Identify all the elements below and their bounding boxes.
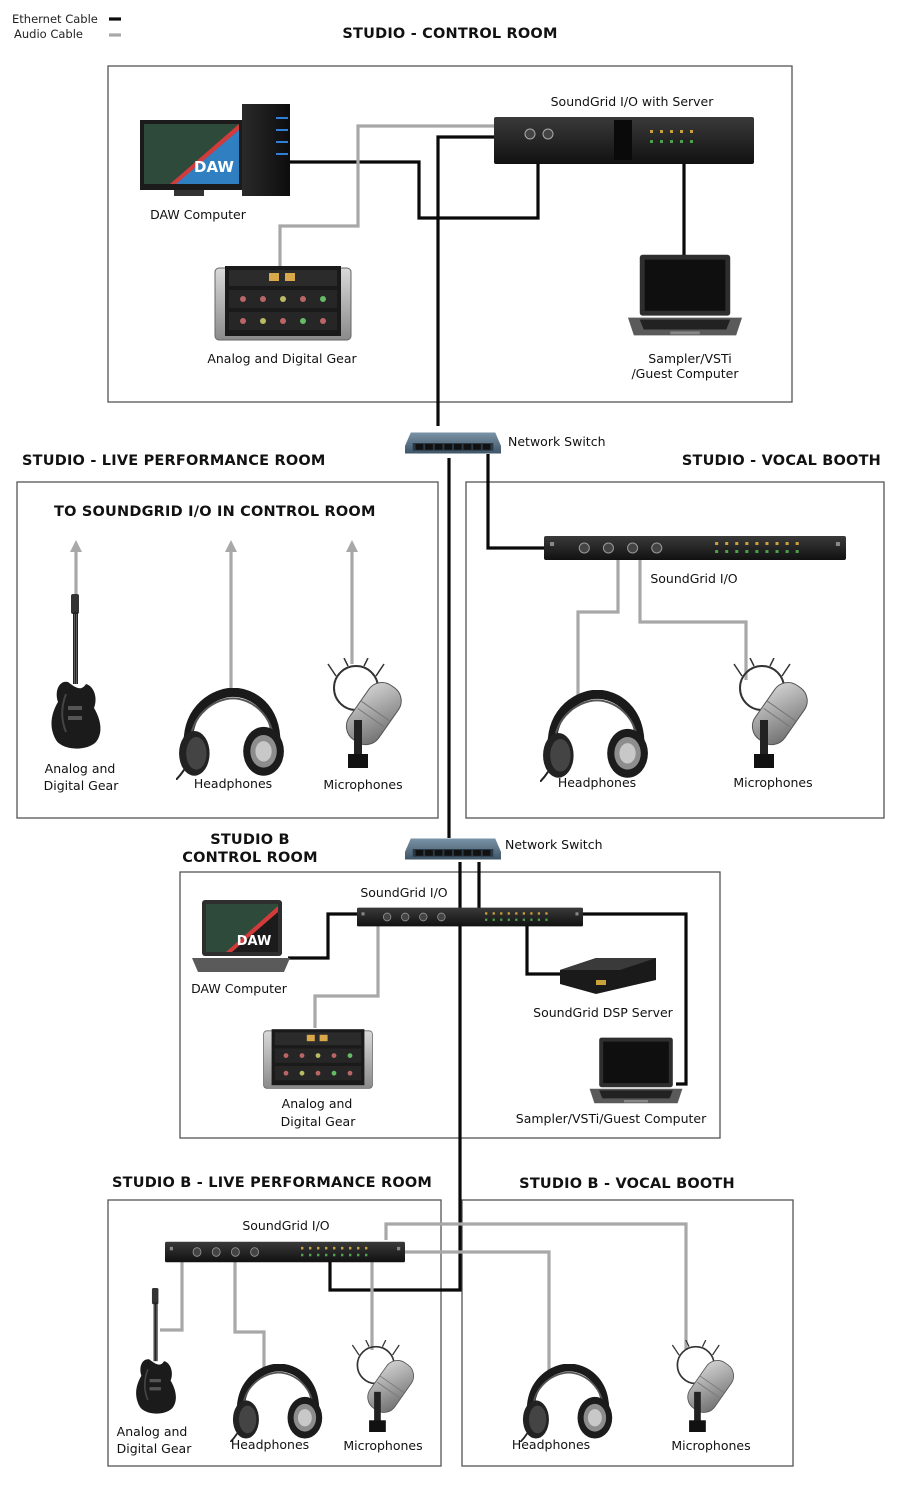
audio-vocal-io-headphones	[576, 560, 620, 700]
live-room-subtitle: TO SOUNDGRID I/O IN CONTROL ROOM	[54, 504, 376, 520]
daw-badge: DAW	[194, 158, 234, 176]
b-live-microphones-label: Microphones	[343, 1438, 422, 1453]
vocal-soundgrid-io	[544, 535, 846, 561]
b-vocal-booth-title: STUDIO B - VOCAL BOOTH	[519, 1176, 735, 1192]
monitor-stand	[174, 190, 204, 196]
network-switch-2-label: Network Switch	[505, 837, 603, 852]
audio-b-io-to-gear	[313, 922, 380, 1028]
vocal-booth-title: STUDIO - VOCAL BOOTH	[682, 453, 881, 469]
live-microphones-label: Microphones	[323, 777, 402, 792]
b-soundgrid-io-label: SoundGrid I/O	[360, 885, 447, 900]
live-headphones-label: Headphones	[194, 776, 272, 791]
legend: Ethernet Cable Audio Cable	[12, 12, 121, 41]
ethernet-b-io-to-daw	[288, 912, 359, 960]
b-live-soundgrid-io-label: SoundGrid I/O	[242, 1218, 329, 1233]
vocal-headphones-label: Headphones	[558, 775, 636, 790]
b-gear-label-line2: Digital Gear	[281, 1114, 357, 1129]
b-daw-badge: DAW	[237, 934, 272, 949]
network-switch-1-label: Network Switch	[508, 434, 606, 449]
b-control-room-title-line2: CONTROL ROOM	[182, 850, 317, 866]
ethernet-switch1-to-vocal-io	[486, 454, 546, 550]
ethernet-switch2-to-b-live-io	[328, 862, 462, 1292]
ethernet-daw-to-io	[290, 150, 540, 220]
soundgrid-io-server-label: SoundGrid I/O with Server	[551, 94, 715, 109]
arrow-microphone-head	[346, 540, 358, 552]
b-live-soundgrid-io	[165, 1241, 405, 1263]
b-soundgrid-io	[357, 907, 583, 927]
b-control-room-title-line1: STUDIO B	[210, 832, 290, 848]
sampler-label-line2: /Guest Computer	[631, 366, 739, 381]
analog-digital-gear-label: Analog and Digital Gear	[207, 351, 357, 366]
arrow-headphones-head	[225, 540, 237, 552]
b-vocal-booth-box	[461, 1199, 794, 1467]
arrow-guitar-head	[70, 540, 82, 552]
audio-gear-to-io	[278, 124, 497, 266]
legend-ethernet-label: Ethernet Cable	[12, 12, 98, 26]
b-sampler-laptop	[589, 1037, 683, 1104]
audio-b-live-io-headphones	[233, 1262, 266, 1372]
vocal-booth-box	[465, 481, 885, 819]
b-live-room-title: STUDIO B - LIVE PERFORMANCE ROOM	[112, 1175, 432, 1191]
sampler-laptop	[627, 254, 743, 336]
daw-computer-label: DAW Computer	[150, 207, 247, 222]
cables	[70, 124, 748, 1376]
monitor-panel	[176, 130, 239, 184]
control-room-title: STUDIO - CONTROL ROOM	[342, 26, 557, 42]
b-booth-headphones-label: Headphones	[512, 1437, 590, 1452]
tower-led-strips	[276, 117, 288, 155]
ethernet-b-io-to-dsp	[525, 922, 562, 976]
ethernet-trunk-top	[436, 135, 497, 426]
audio-b-live-io-booth-mic	[384, 1222, 688, 1350]
dsp-server	[560, 958, 656, 994]
b-daw-laptop: DAW	[192, 900, 290, 972]
live-gear-label-line1: Analog and	[45, 761, 116, 776]
b-gear-label-line1: Analog and	[282, 1096, 353, 1111]
b-daw-label: DAW Computer	[191, 981, 288, 996]
ethernet-b-io-to-sampler	[580, 912, 688, 1086]
audio-vocal-io-mic	[638, 560, 748, 680]
live-gear-label-line2: Digital Gear	[44, 778, 120, 793]
sampler-label-line1: Sampler/VSTi	[648, 351, 731, 366]
b-sampler-label: Sampler/VSTi/Guest Computer	[516, 1111, 707, 1126]
b-live-gear-label-line2: Digital Gear	[117, 1441, 193, 1456]
live-room-title: STUDIO - LIVE PERFORMANCE ROOM	[22, 453, 326, 469]
network-switch-2	[405, 838, 501, 860]
vocal-soundgrid-io-label: SoundGrid I/O	[650, 571, 737, 586]
legend-audio-label: Audio Cable	[14, 27, 83, 41]
b-booth-microphones-label: Microphones	[671, 1438, 750, 1453]
analog-digital-gear	[214, 265, 352, 341]
dsp-server-label: SoundGrid DSP Server	[533, 1005, 673, 1020]
b-live-gear-label-line1: Analog and	[117, 1424, 188, 1439]
b-analog-digital-gear	[263, 1028, 373, 1089]
pc-tower	[242, 104, 290, 196]
daw-computer: DAW	[140, 104, 290, 196]
network-switch-1	[405, 432, 501, 454]
audio-b-live-io-booth-headphones	[398, 1250, 551, 1376]
b-live-headphones-label: Headphones	[231, 1437, 309, 1452]
vocal-microphones-label: Microphones	[733, 775, 812, 790]
soundgrid-io-server	[494, 117, 754, 164]
audio-b-live-io-guitar	[160, 1262, 184, 1332]
